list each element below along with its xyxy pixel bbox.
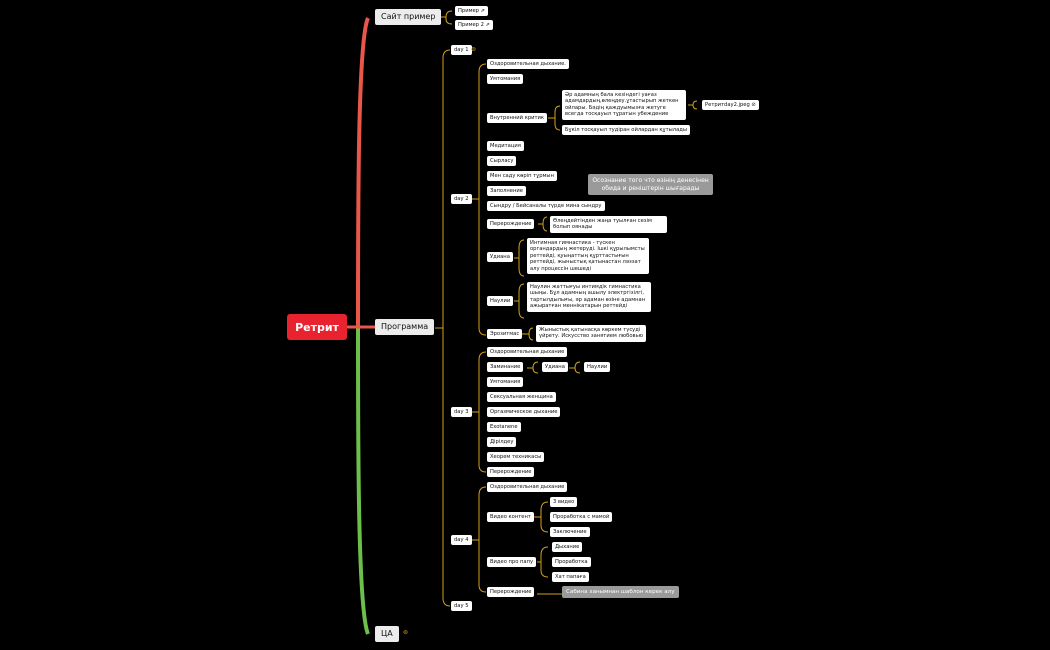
external-link-icon[interactable]: ⇗	[480, 8, 485, 14]
list-item[interactable]: Перерождение	[487, 587, 535, 598]
day-3-node[interactable]: day 3	[451, 407, 472, 418]
root-node[interactable]: Ретрит	[287, 314, 347, 340]
list-item[interactable]: Перерождение	[487, 219, 535, 230]
list-item[interactable]: Проработка	[552, 557, 591, 568]
attachment-label: Ретритday2.jpeg	[705, 102, 750, 108]
target-icon: ⊚	[471, 46, 477, 53]
list-item[interactable]: Мен саду көріп тұрмын	[487, 171, 557, 182]
list-item[interactable]: Оргазмическое дыхание	[487, 407, 561, 418]
day-5-node[interactable]: day 5	[451, 601, 472, 612]
critic-note-2[interactable]: Бұкіл тосқауыл тудіран ойлардан құтылады	[562, 125, 690, 136]
nauli-note[interactable]: Наулин жаттығуы интимдік гимнастика шыңы…	[527, 282, 651, 312]
target-icon: ⊚	[403, 629, 409, 636]
list-item[interactable]: Оздоровительная дыхание.	[487, 59, 569, 70]
list-item[interactable]: Сындру / Бейсаналы түрде мина сындру	[487, 201, 605, 212]
list-item[interactable]: Проработка с мамой	[550, 512, 613, 523]
list-item[interactable]: Сырласу	[487, 156, 517, 167]
list-item[interactable]: Видео контент	[487, 512, 534, 523]
link-label: Пример	[458, 8, 479, 14]
list-item[interactable]: Хат папаға	[552, 572, 589, 583]
udiyana-note[interactable]: Интимная гимнастика - түскен органдардың…	[527, 238, 649, 275]
list-item[interactable]: Внутренний критик	[487, 113, 548, 124]
rebirth-note[interactable]: Өлеңдейтінден жаңа туылған сезім болып о…	[550, 216, 667, 233]
list-item[interactable]: 3 видео	[550, 497, 578, 508]
list-item[interactable]: Эрозитмас	[487, 329, 523, 340]
awareness-note[interactable]: Осознание того что өзінің денесінен обид…	[588, 174, 713, 195]
site-link-1[interactable]: Пример ⇗	[455, 6, 488, 17]
eroticism-note[interactable]: Жыныстық қатынасқа көркем түсуді үйрету.…	[536, 325, 646, 342]
paperclip-icon[interactable]: ⊘	[751, 102, 756, 108]
link-label: Пример 2	[458, 22, 484, 28]
list-item[interactable]: Удиана	[542, 362, 568, 373]
list-item[interactable]: Видео про папу	[487, 557, 537, 568]
list-item[interactable]: Сексуальная женщина	[487, 392, 556, 403]
program-node[interactable]: Программа	[375, 319, 435, 335]
day-4-node[interactable]: day 4	[451, 535, 472, 546]
list-item[interactable]: Наулии	[584, 362, 611, 373]
list-item[interactable]: Оздоровительная дыхание	[487, 347, 568, 358]
list-item[interactable]: Перерождение	[487, 467, 535, 478]
attachment-node[interactable]: Ретритday2.jpeg ⊘	[702, 100, 759, 111]
site-link-2[interactable]: Пример 2 ⇗	[455, 20, 493, 31]
day-1-node[interactable]: day 1	[451, 45, 472, 56]
list-item[interactable]: Заключение	[550, 527, 590, 538]
day-2-node[interactable]: day 2	[451, 194, 472, 205]
rebirth-template-note[interactable]: Сабина ханымнан шаблон керек алу	[562, 586, 679, 599]
list-item[interactable]: Умтомания	[487, 74, 524, 85]
list-item[interactable]: Заминание	[487, 362, 524, 373]
list-item[interactable]: Дыхание	[552, 542, 583, 553]
list-item[interactable]: Наулии	[487, 296, 514, 307]
list-item[interactable]: Медитация	[487, 141, 524, 152]
list-item[interactable]: Дірілдеу	[487, 437, 517, 448]
critic-note[interactable]: Әр адамның бала кезіндегі уағаз адамдард…	[562, 90, 686, 120]
list-item[interactable]: Exotanene	[487, 422, 521, 433]
list-item[interactable]: Умтомания	[487, 377, 524, 388]
target-audience-node[interactable]: ЦА	[375, 626, 399, 642]
list-item[interactable]: Заполнение	[487, 186, 526, 197]
external-link-icon[interactable]: ⇗	[485, 22, 490, 28]
list-item[interactable]: Оздоровительная дыхание	[487, 482, 568, 493]
list-item[interactable]: Удиана	[487, 252, 513, 263]
list-item[interactable]: Хеорем техникасы	[487, 452, 545, 463]
site-example-node[interactable]: Сайт пример	[375, 9, 442, 25]
